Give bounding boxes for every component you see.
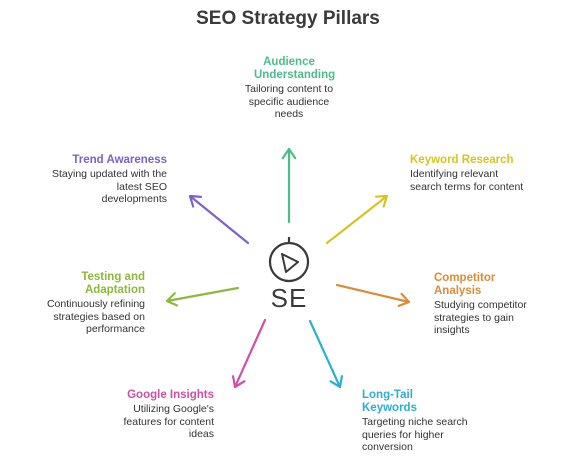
node-testing: Testing and Adaptation Continuously refi…	[30, 271, 145, 336]
diagram-title: SEO Strategy Pillars	[196, 8, 380, 29]
node-longtail: Long-Tail Keywords Targeting niche searc…	[362, 389, 472, 454]
node-longtail-title: Long-Tail Keywords	[362, 389, 417, 414]
arrowhead-competitor	[397, 292, 411, 308]
node-testing-title: Testing and Adaptation	[81, 271, 145, 296]
arrow-competitor	[335, 283, 411, 304]
node-keyword: Keyword Research Identifying relevant se…	[410, 154, 525, 193]
node-competitor: Competitor Analysis Studying competitor …	[434, 272, 544, 337]
arrowhead-longtail	[329, 375, 343, 389]
node-longtail-desc: Targeting niche search queries for highe…	[362, 416, 468, 453]
compass-icon	[268, 237, 310, 283]
arrowhead-audience	[281, 147, 297, 160]
arrow-keyword	[325, 194, 389, 245]
node-trend: Trend Awareness Staying updated with the…	[52, 154, 167, 206]
arrowhead-google	[231, 375, 246, 389]
arrows-group	[165, 147, 411, 389]
arrowhead-keyword	[374, 194, 389, 208]
arrow-longtail	[308, 319, 342, 389]
node-testing-desc: Continuously refining strategies based o…	[46, 298, 145, 335]
node-competitor-desc: Studying competitor strategies to gain i…	[434, 299, 527, 336]
center-label: SE	[270, 283, 308, 313]
arrow-google	[233, 318, 267, 389]
node-audience-title: Audience Understanding	[254, 56, 336, 81]
node-google: Google Insights Utilizing Google's featu…	[104, 389, 214, 441]
node-google-title: Google Insights	[127, 389, 214, 401]
arrowhead-trend	[188, 194, 203, 208]
node-audience-desc: Tailoring content to specific audience n…	[244, 83, 334, 120]
node-competitor-title: Competitor Analysis	[434, 272, 496, 297]
node-trend-desc: Staying updated with the latest SEO deve…	[52, 168, 167, 205]
arrowhead-testing	[165, 292, 179, 307]
node-audience: Audience Understanding Tailoring content…	[214, 56, 364, 121]
arrow-trend	[188, 194, 250, 245]
node-trend-title: Trend Awareness	[72, 154, 167, 166]
arrow-testing	[165, 286, 240, 303]
node-google-desc: Utilizing Google's features for content …	[123, 403, 214, 440]
node-keyword-title: Keyword Research	[410, 154, 514, 166]
node-keyword-desc: Identifying relevant search terms for co…	[410, 168, 524, 193]
